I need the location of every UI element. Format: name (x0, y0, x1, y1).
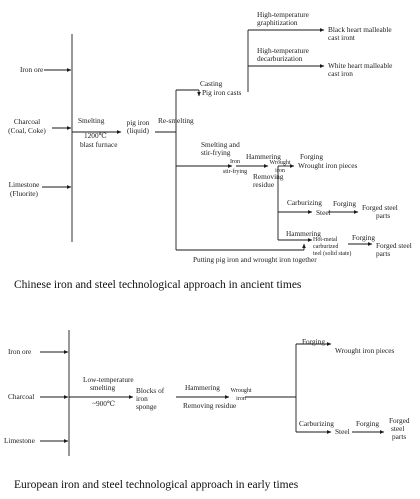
european-caption: European iron and steel technological ap… (14, 479, 299, 491)
ancient-steel-label: Steel (316, 208, 331, 217)
ancient-black-heart-label-1: Black heart malleable (328, 25, 392, 34)
ancient-pig-iron-sub-label: (liquid) (127, 126, 149, 135)
ancient-smelting-temp: 1200℃ (84, 131, 107, 140)
ancient-graphitization-label-2: graphitization (257, 18, 298, 27)
european-forged-label-3: parts (392, 432, 407, 441)
ancient-wrought-pieces-label: Wrought iron pieces (298, 161, 358, 170)
ancient-graphitization-label-1: High-temperature (257, 10, 309, 19)
ancient-white-heart-label-1: White heart malleable (328, 61, 393, 70)
european-forged-label-1: Forged (389, 416, 410, 425)
ancient-hotmetal-label-1: Hot-metal (313, 237, 338, 243)
european-wrought-label-1: Wrought (230, 388, 252, 394)
european-forging-label: Forging (302, 337, 325, 346)
ancient-white-heart-label-2: cast iron (328, 69, 353, 78)
ancient-charcoal-label: Charcoal (13, 117, 41, 126)
ancient-forged-steel-label-2: parts (376, 211, 391, 220)
ancient-smelting-stirfrying-label-1: Smelting and (201, 140, 240, 149)
european-forged-label-2: steel (391, 424, 405, 433)
ancient-hammering2-label: Hammering (286, 229, 321, 238)
european-hammering-label: Hammering (185, 383, 220, 392)
ancient-blast-furnace-label: blast furnace (80, 140, 118, 149)
ancient-forging-label: Forging (300, 152, 323, 161)
ancient-casting-label: Casting (200, 79, 223, 88)
european-temp-label: ~900℃ (92, 399, 116, 408)
european-removing-label: Removing residue (183, 401, 237, 410)
ancient-wrought-iron-label-2: iron (275, 168, 285, 174)
european-wrought-label-2: iron (236, 396, 246, 402)
european-blocks-label-2: iron (136, 394, 148, 403)
ancient-charcoal-sub-label: (Coal, Coke) (8, 126, 46, 135)
ancient-decarburization-label-2: decarburization (257, 54, 303, 63)
european-steel-label: Steel (335, 427, 350, 436)
ancient-black-heart-label-2: cast iront (328, 33, 355, 42)
ancient-removing-label-1: Removing (253, 172, 284, 181)
ancient-smelting-stirfrying-label-2: stir-frying (201, 148, 231, 157)
ancient-limestone-sub-label: (Fluorite) (10, 189, 38, 198)
european-limestone-label: Limestone (4, 436, 35, 445)
european-blocks-label-3: sponge (136, 402, 157, 411)
ancient-hammering-label: Hammering (246, 152, 281, 161)
ancient-pig-iron-label: pig iron (126, 118, 150, 127)
european-charcoal-label: Charcoal (8, 392, 35, 401)
european-wrought-pieces-label: Wrought iron pieces (335, 346, 395, 355)
ancient-smelting-label: Smelting (78, 116, 105, 125)
european-steel-forging-label: Forging (356, 419, 379, 428)
ancient-iron-stirfrying-label-2: stir-frying (222, 169, 248, 175)
ancient-wrought-iron-label-1: Wrought (269, 160, 291, 166)
european-blocks-label-1: Blocks of (136, 386, 165, 395)
ancient-hotmetal-label-2: carburized (313, 244, 339, 250)
ancient-iron-stirfrying-label-1: Iron (230, 159, 240, 165)
ancient-removing-label-2: residue (253, 180, 275, 189)
ancient-decarburization-label-1: High-temperature (257, 46, 309, 55)
european-low-temp-label-2: smelting (90, 383, 116, 392)
ancient-resmelting-label: Re-smelting (158, 116, 194, 125)
ancient-limestone-label: Limestone (8, 180, 40, 189)
ancient-forged-steel-label-3: Forged steel (376, 241, 412, 250)
ancient-iron-ore-label: Iron ore (20, 65, 44, 74)
ancient-steel-forging-label: Forging (333, 199, 356, 208)
european-iron-ore-label: Iron ore (8, 347, 32, 356)
european-carburizing-label: Carburizing (299, 419, 334, 428)
ancient-forged-steel-label-1: Forged steel (362, 203, 398, 212)
ancient-hotmetal-forging-label: Forging (352, 233, 375, 242)
ancient-carburizing-label: Carburizing (287, 198, 322, 207)
ancient-pig-iron-casts-label: Pig iron casts (202, 88, 242, 97)
ancient-hotmetal-label-3: teel (solid state) (313, 251, 352, 257)
european-low-temp-label-1: Low-temperature (83, 375, 134, 384)
ancient-forged-steel-label-4: parts (376, 249, 391, 258)
ancient-putting-label: Putting pig iron and wrought iron togeth… (193, 255, 317, 264)
ancient-caption: Chinese iron and steel technological app… (14, 279, 302, 291)
